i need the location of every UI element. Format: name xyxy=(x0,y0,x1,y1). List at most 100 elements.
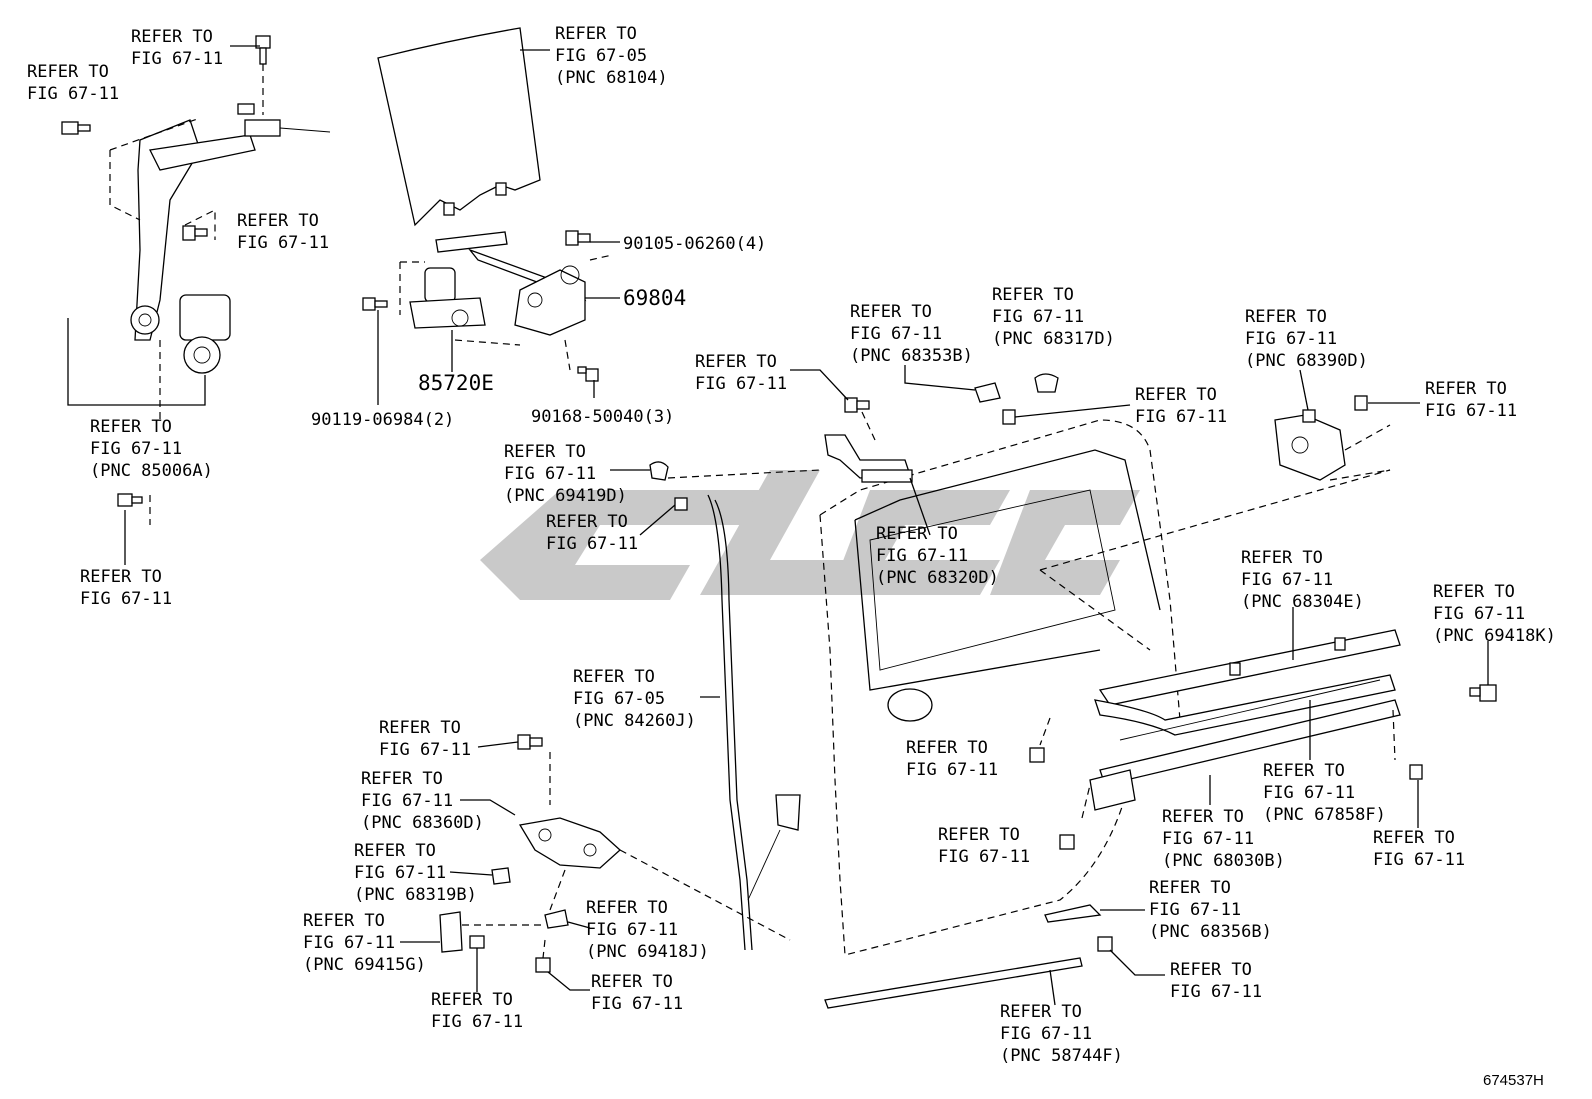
door-glass xyxy=(377,27,541,227)
svg-text:REFER TO: REFER TO xyxy=(354,841,436,861)
svg-text:(PNC 69419D): (PNC 69419D) xyxy=(504,486,627,506)
svg-text:(PNC 68360D): (PNC 68360D) xyxy=(361,813,484,833)
svg-text:FIG 67-11: FIG 67-11 xyxy=(361,791,453,811)
svg-text:REFER TO: REFER TO xyxy=(906,738,988,758)
label-refer-left-bottom: REFER TO FIG 67-11 xyxy=(80,567,172,609)
bolt-icon xyxy=(535,957,551,973)
bolt-icon xyxy=(674,497,688,511)
bolt-icon xyxy=(1409,764,1423,780)
svg-text:(PNC 69415G): (PNC 69415G) xyxy=(303,955,426,975)
label-refer-lower-bolt-2: REFER TO FIG 67-11 xyxy=(431,990,523,1032)
svg-text:REFER TO: REFER TO xyxy=(1245,307,1327,327)
bolt-icon xyxy=(1097,936,1113,952)
svg-text:FIG 67-11: FIG 67-11 xyxy=(546,534,638,554)
svg-text:FIG 67-11: FIG 67-11 xyxy=(850,324,942,344)
svg-text:FIG 67-11: FIG 67-11 xyxy=(131,49,223,69)
label-refer-69415G: REFER TO FIG 67-11 (PNC 69415G) xyxy=(303,911,426,975)
svg-text:FIG 67-11: FIG 67-11 xyxy=(1245,329,1337,349)
svg-text:FIG 67-11: FIG 67-11 xyxy=(695,374,787,394)
bolt-icon xyxy=(117,493,143,507)
svg-text:REFER TO: REFER TO xyxy=(850,302,932,322)
label-refer-left-mid: REFER TO FIG 67-11 xyxy=(237,211,329,253)
label-refer-69418J: REFER TO FIG 67-11 (PNC 69418J) xyxy=(586,898,709,962)
svg-text:(PNC 68390D): (PNC 68390D) xyxy=(1245,351,1368,371)
label-refer-85006A: REFER TO FIG 67-11 (PNC 85006A) xyxy=(90,417,213,481)
label-refer-68356B: REFER TO FIG 67-11 (PNC 68356B) xyxy=(1149,878,1272,942)
svg-text:FIG 67-11: FIG 67-11 xyxy=(237,233,329,253)
clip-icon xyxy=(491,867,511,885)
svg-text:FIG 67-11: FIG 67-11 xyxy=(938,847,1030,867)
svg-text:REFER TO: REFER TO xyxy=(938,825,1020,845)
svg-text:FIG 67-11: FIG 67-11 xyxy=(992,307,1084,327)
clip-icon xyxy=(649,461,669,481)
bolt-icon xyxy=(1002,409,1016,425)
svg-text:REFER TO: REFER TO xyxy=(131,27,213,47)
svg-text:REFER TO: REFER TO xyxy=(90,417,172,437)
svg-text:REFER TO: REFER TO xyxy=(1263,761,1345,781)
svg-text:FIG 67-11: FIG 67-11 xyxy=(591,994,683,1014)
svg-text:REFER TO: REFER TO xyxy=(1425,379,1507,399)
svg-text:FIG 67-11: FIG 67-11 xyxy=(1241,570,1333,590)
svg-text:REFER TO: REFER TO xyxy=(992,285,1074,305)
center-rail xyxy=(1089,699,1401,811)
bolt-icon xyxy=(1059,834,1075,850)
svg-text:REFER TO: REFER TO xyxy=(586,898,668,918)
part-number-90119: 90119-06984(2) xyxy=(311,410,454,430)
svg-text:(PNC 84260J): (PNC 84260J) xyxy=(573,711,696,731)
bolt-icon xyxy=(61,121,91,135)
clip-icon xyxy=(974,382,1001,403)
part-number-90168: 90168-50040(3) xyxy=(531,407,674,427)
svg-text:(PNC 68104): (PNC 68104) xyxy=(555,68,668,88)
clip-icon xyxy=(1034,373,1059,393)
label-refer-upper-bolt: REFER TO FIG 67-11 xyxy=(1135,385,1227,427)
label-refer-top-left: REFER TO FIG 67-11 xyxy=(131,27,223,69)
svg-text:FIG 67-11: FIG 67-11 xyxy=(1162,829,1254,849)
svg-text:FIG 67-11: FIG 67-11 xyxy=(431,1012,523,1032)
svg-text:FIG 67-11: FIG 67-11 xyxy=(876,546,968,566)
svg-text:REFER TO: REFER TO xyxy=(1433,582,1515,602)
upper-rail xyxy=(1094,629,1401,736)
svg-text:FIG 67-05: FIG 67-05 xyxy=(555,46,647,66)
svg-text:REFER TO: REFER TO xyxy=(573,667,655,687)
label-refer-68390D: REFER TO FIG 67-11 (PNC 68390D) xyxy=(1245,307,1368,371)
label-refer-68304E: REFER TO FIG 67-11 (PNC 68304E) xyxy=(1241,548,1364,612)
svg-text:(PNC 67858F): (PNC 67858F) xyxy=(1263,805,1386,825)
svg-text:(PNC 68030B): (PNC 68030B) xyxy=(1162,851,1285,871)
label-refer-rail-bottom-bolt: REFER TO FIG 67-11 xyxy=(938,825,1030,867)
svg-text:FIG 67-11: FIG 67-11 xyxy=(379,740,471,760)
label-refer-68320D: REFER TO FIG 67-11 (PNC 68320D) xyxy=(876,524,999,588)
svg-text:REFER TO: REFER TO xyxy=(303,911,385,931)
label-refer-68360D: REFER TO FIG 67-11 (PNC 68360D) xyxy=(361,769,484,833)
bolt-icon xyxy=(182,225,208,241)
watermark-logo xyxy=(480,470,1140,600)
svg-text:FIG 67-11: FIG 67-11 xyxy=(303,933,395,953)
bolt-icon xyxy=(362,297,388,311)
svg-text:FIG 67-11: FIG 67-11 xyxy=(1433,604,1525,624)
svg-text:REFER TO: REFER TO xyxy=(1241,548,1323,568)
label-refer-rail-bolt: REFER TO FIG 67-11 xyxy=(906,738,998,780)
bolt-icon xyxy=(1469,684,1497,702)
bolt-icon xyxy=(844,397,870,413)
svg-text:(PNC 68304E): (PNC 68304E) xyxy=(1241,592,1364,612)
lower-arm xyxy=(1044,904,1102,923)
part-number-69804: 69804 xyxy=(623,286,686,310)
label-refer-69418K: REFER TO FIG 67-11 (PNC 69418K) xyxy=(1433,582,1556,646)
svg-text:FIG 67-11: FIG 67-11 xyxy=(906,760,998,780)
bracket-icon xyxy=(439,911,463,953)
svg-text:(PNC 69418K): (PNC 69418K) xyxy=(1433,626,1556,646)
svg-text:FIG 67-11: FIG 67-11 xyxy=(1425,401,1517,421)
rear-roller xyxy=(1274,409,1346,481)
svg-text:(PNC 68353B): (PNC 68353B) xyxy=(850,346,973,366)
svg-text:REFER TO: REFER TO xyxy=(555,24,637,44)
svg-text:REFER TO: REFER TO xyxy=(1149,878,1231,898)
svg-text:REFER TO: REFER TO xyxy=(1170,960,1252,980)
svg-text:(PNC 68320D): (PNC 68320D) xyxy=(876,568,999,588)
svg-text:FIG 67-11: FIG 67-11 xyxy=(504,464,596,484)
part-number-85720E: 85720E xyxy=(418,371,494,395)
svg-text:FIG 67-11: FIG 67-11 xyxy=(354,863,446,883)
label-refer-67858F: REFER TO FIG 67-11 (PNC 67858F) xyxy=(1263,761,1386,825)
svg-text:REFER TO: REFER TO xyxy=(361,769,443,789)
svg-text:REFER TO: REFER TO xyxy=(431,990,513,1010)
label-refer-84260J: REFER TO FIG 67-05 (PNC 84260J) xyxy=(573,667,696,731)
svg-text:FIG 67-11: FIG 67-11 xyxy=(27,84,119,104)
